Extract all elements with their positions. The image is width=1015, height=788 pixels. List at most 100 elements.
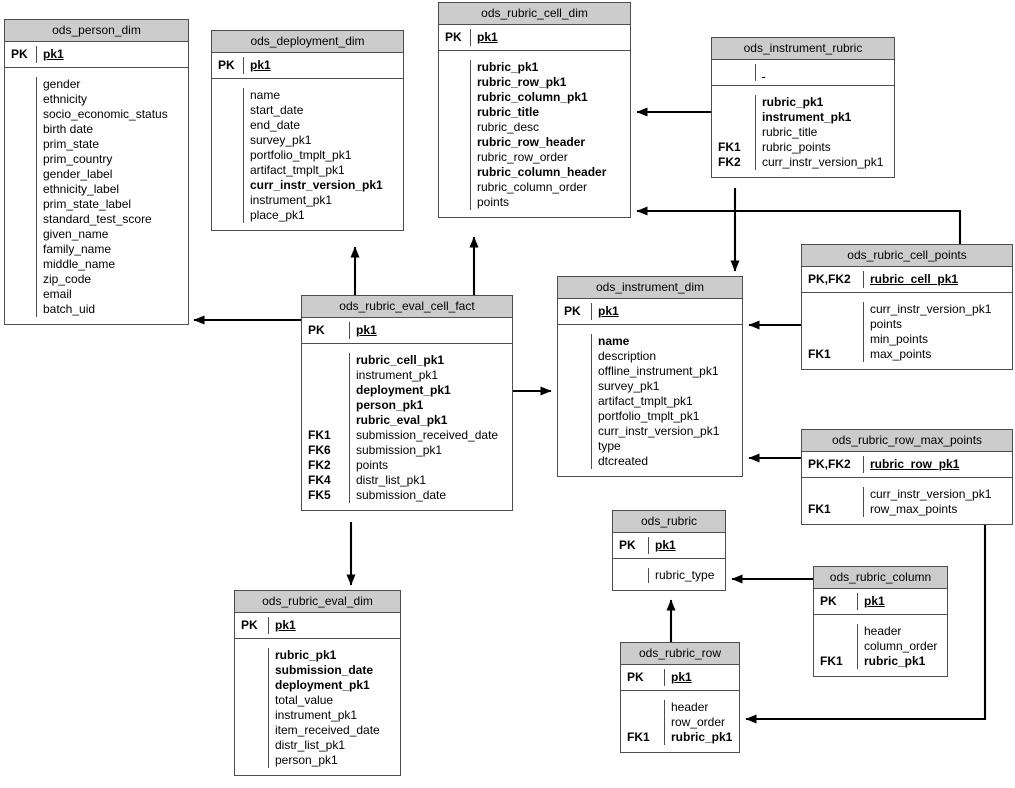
pk-field-column: pk1 — [471, 29, 630, 46]
pk-field-column: pk1 — [350, 322, 512, 339]
attribute-name: instrument_pk1 — [250, 193, 333, 207]
entity-title: ods_person_dim — [5, 20, 188, 42]
pk-field-name: pk1 — [598, 304, 619, 318]
attribute-name: offline_instrument_pk1 — [598, 364, 719, 378]
pk-key-label: PK — [218, 58, 235, 72]
fk-key-label: FK1 — [808, 347, 831, 361]
fk-key-column — [212, 88, 244, 223]
pk-field-name: pk1 — [671, 670, 692, 684]
attribute-name: place_pk1 — [250, 208, 305, 222]
entity-title: ods_rubric_cell_dim — [439, 3, 630, 25]
link-cellpoints-to-rubriccell — [636, 206, 962, 244]
pk-key-label: PK — [308, 323, 325, 337]
attribute-section: rubric_type — [613, 559, 725, 590]
fk-key-label: FK2 — [718, 155, 741, 169]
fk-key-label: FK1 — [820, 654, 843, 668]
pk-field-name: pk1 — [275, 618, 296, 632]
attribute-name: curr_instr_version_pk1 — [870, 487, 992, 501]
pk-field-name: rubric_cell_pk1 — [870, 272, 959, 286]
attribute-name: dtcreated — [598, 454, 649, 468]
pk-field-name: pk1 — [250, 58, 271, 72]
attribute-name: rubric_title — [477, 105, 540, 119]
attribute-name: artifact_tmplt_pk1 — [598, 394, 693, 408]
attribute-name: ethnicity — [43, 92, 88, 106]
pk-key-column: PK,FK2 — [802, 456, 864, 473]
pk-field-name: pk1 — [477, 30, 498, 44]
pk-key-label: PK — [619, 538, 636, 552]
attribute-name: rubric_title — [762, 125, 818, 139]
entity-title: ods_rubric_column — [814, 567, 947, 589]
attribute-name: zip_code — [43, 272, 92, 286]
fk-key-label: FK4 — [308, 473, 331, 487]
pk-key-column: PK — [621, 669, 665, 686]
attribute-name: end_date — [250, 118, 301, 132]
attribute-name: start_date — [250, 103, 304, 117]
attribute-name: rubric_pk1 — [864, 654, 926, 668]
attribute-name: type — [598, 439, 621, 453]
pk-field-column: pk1 — [244, 57, 403, 74]
attribute-name: submission_date — [356, 488, 447, 502]
attribute-name: gender — [43, 77, 81, 91]
fk-key-column: FK1 — [802, 487, 864, 517]
attribute-name: instrument_pk1 — [762, 110, 852, 124]
attribute-name: name — [598, 334, 630, 348]
attribute-name: instrument_pk1 — [356, 368, 439, 382]
pk-key-column: PK — [212, 57, 244, 74]
attribute-name: person_pk1 — [275, 753, 338, 767]
attribute-name: survey_pk1 — [598, 379, 660, 393]
attribute-name: rubric_cell_pk1 — [356, 353, 445, 367]
fk-key-label: FK1 — [627, 730, 650, 744]
fk-key-column: FK1 — [802, 302, 864, 362]
attribute-name: deployment_pk1 — [275, 678, 370, 692]
attribute-name: given_name — [43, 227, 109, 241]
attribute-name: portfolio_tmplt_pk1 — [598, 409, 700, 423]
attribute-name: prim_state — [43, 137, 100, 151]
entity-title: ods_deployment_dim — [212, 31, 403, 53]
attribute-name: rubric_pk1 — [275, 648, 337, 662]
pk-key-label: PK — [11, 47, 28, 61]
attribute-name: rubric_desc — [477, 120, 540, 134]
pk-field-column: rubric_row_pk1 — [864, 456, 1012, 473]
attribute-name: row_max_points — [870, 502, 958, 516]
attribute-name: birth date — [43, 122, 94, 136]
pk-key-label: PK,FK2 — [808, 272, 851, 286]
pk-field-column: pk1 — [665, 669, 739, 686]
attribute-name: person_pk1 — [356, 398, 424, 412]
pk-key-column — [712, 64, 756, 81]
attribute-name: header — [864, 624, 902, 638]
pk-key-column: PK — [613, 537, 649, 554]
fk-key-label — [814, 639, 857, 654]
pk-key-label: PK — [627, 670, 644, 684]
pk-field-column: pk1 — [592, 303, 742, 320]
attribute-name: item_received_date — [275, 723, 380, 737]
pk-key-column: PK — [814, 593, 858, 610]
attribute-name: rubric_pk1 — [762, 95, 824, 109]
